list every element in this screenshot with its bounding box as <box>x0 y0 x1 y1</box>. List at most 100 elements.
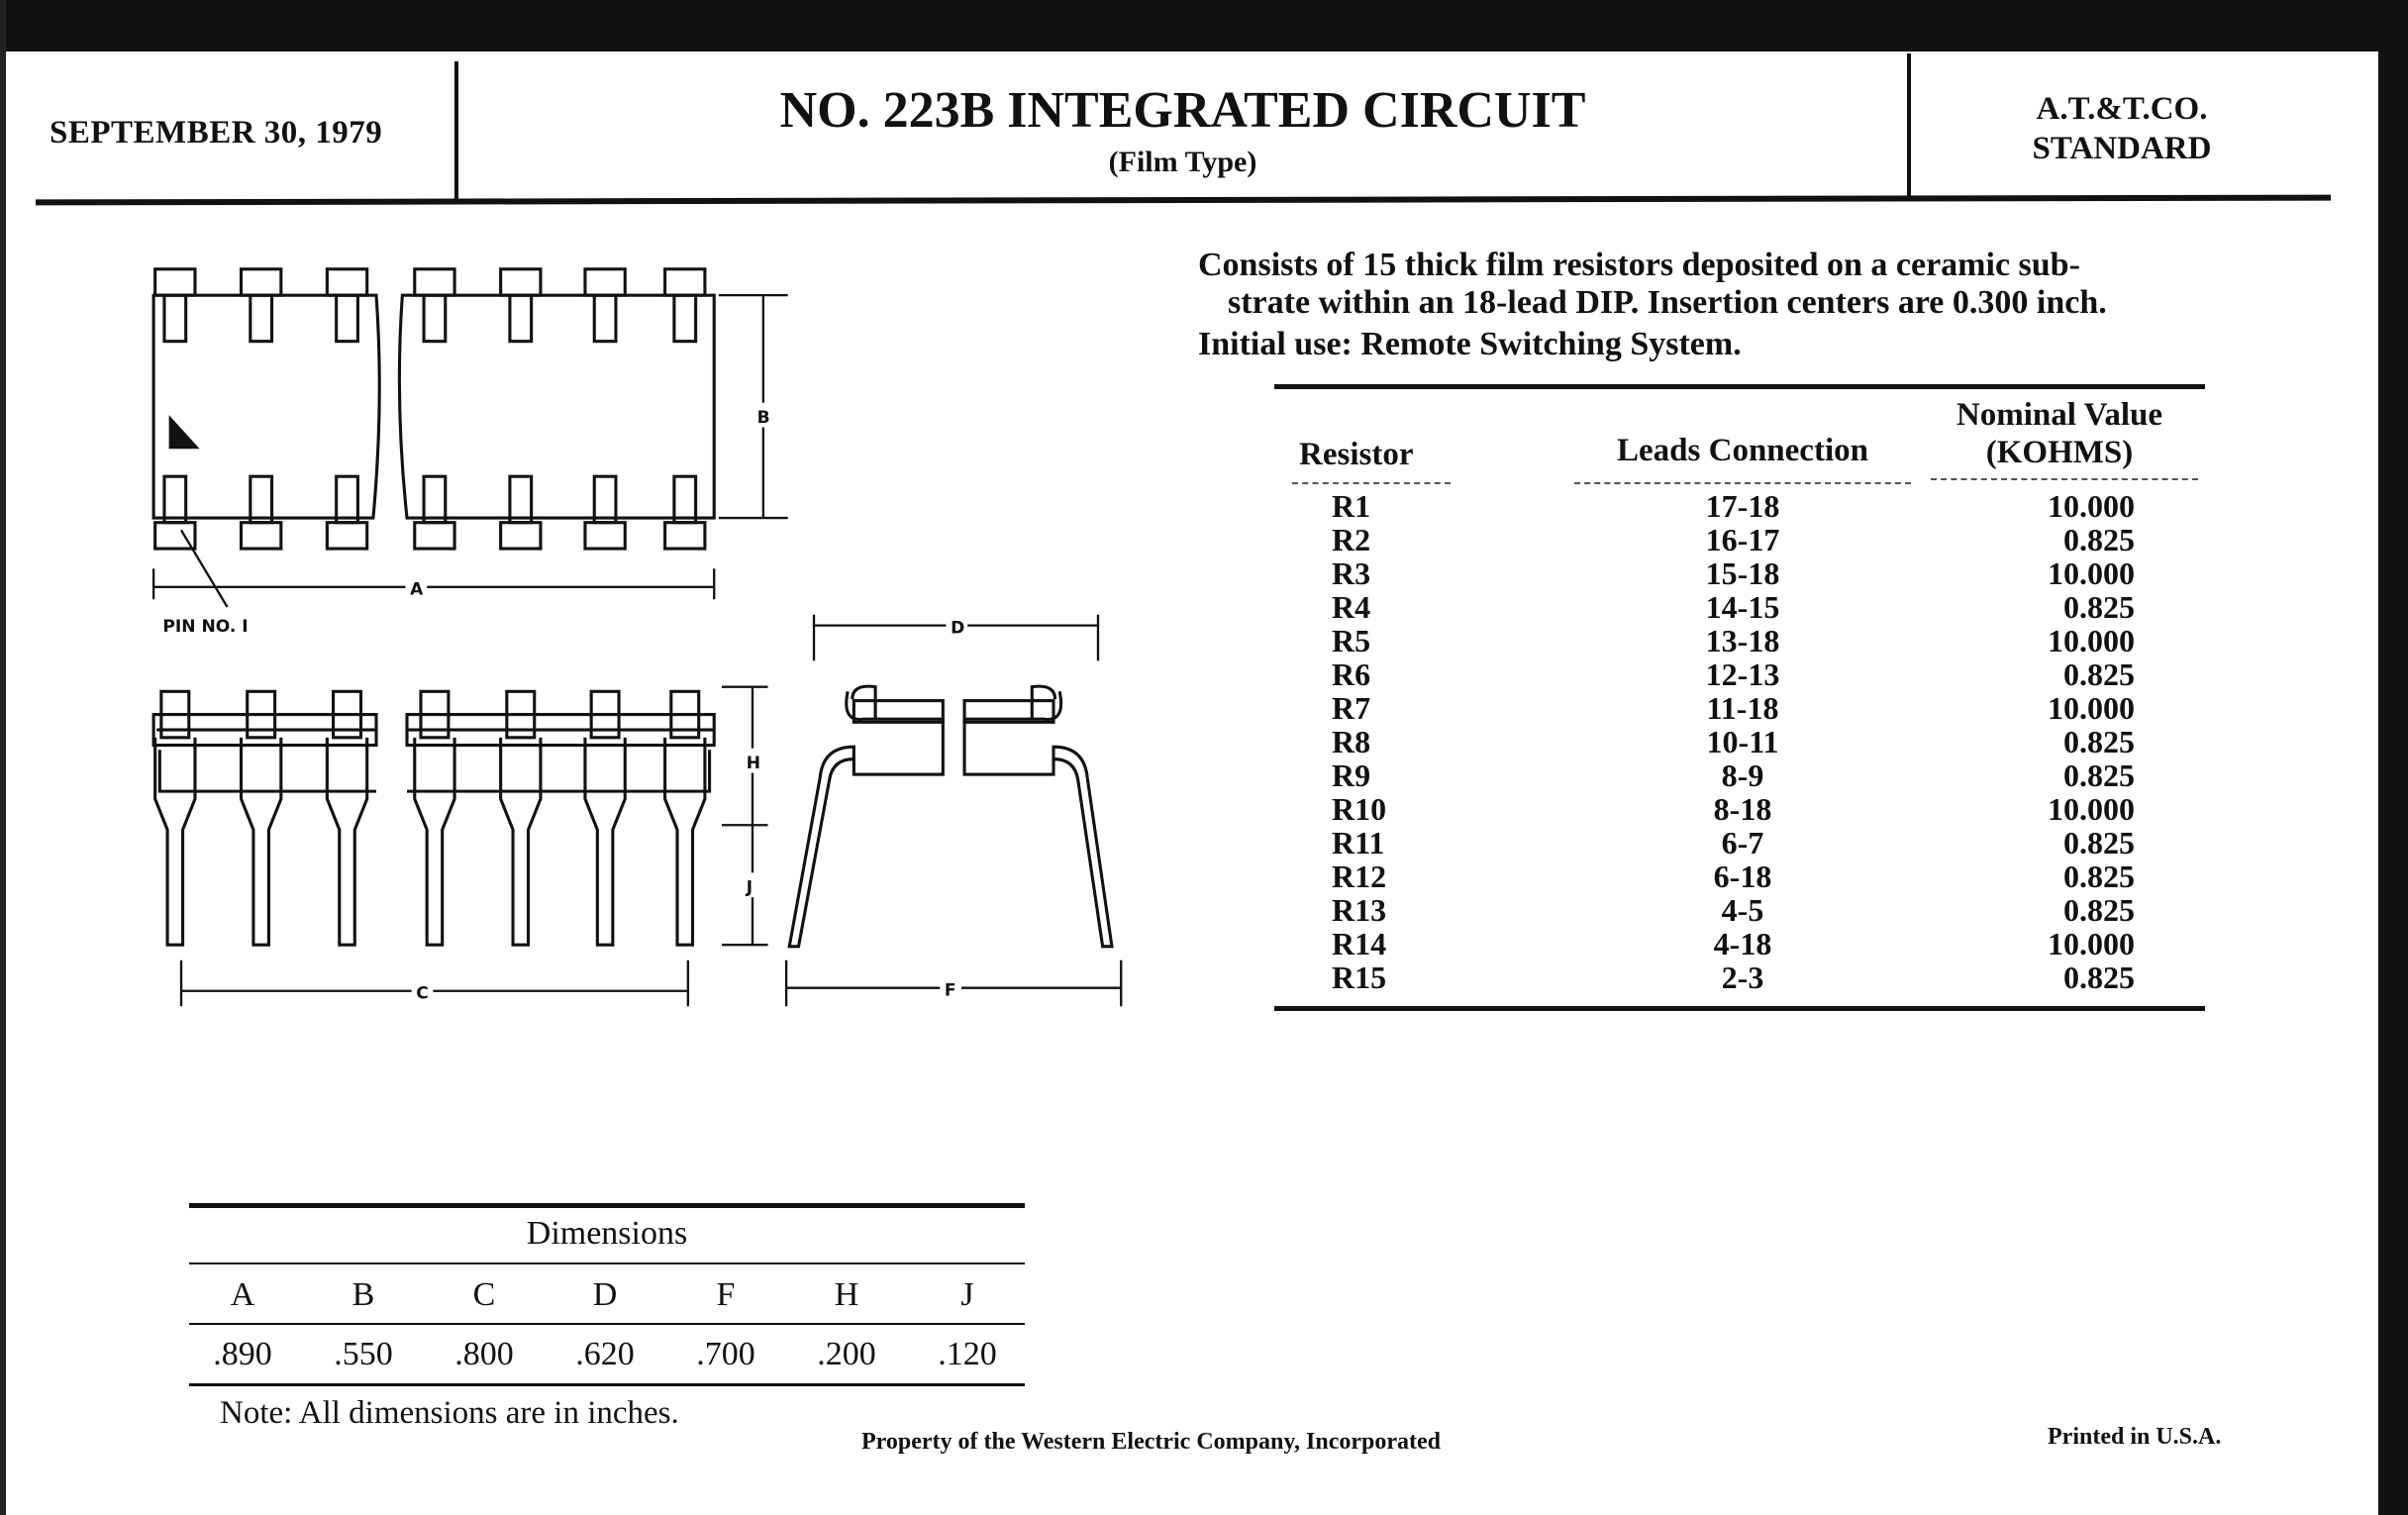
row-value: 10.000 <box>2048 488 2135 524</box>
dim-label-h: H <box>747 754 760 773</box>
row-leads: 14-15 <box>1705 589 1780 625</box>
pin <box>499 689 543 947</box>
row-resistor: R12 <box>1332 858 1387 894</box>
dim-value: .620 <box>575 1336 635 1372</box>
pin <box>413 267 456 551</box>
dim-header: H <box>834 1276 859 1313</box>
row-resistor: R11 <box>1332 825 1385 860</box>
dim-label-a: A <box>410 580 424 600</box>
row-leads: 8-18 <box>1713 791 1772 827</box>
row-resistor: R1 <box>1332 488 1371 524</box>
col-header-resistor: Resistor <box>1299 437 1414 472</box>
issue-date: SEPTEMBER 30, 1979 <box>50 115 383 151</box>
col-header-nominal: Nominal Value (KOHMS) <box>1911 396 2208 471</box>
pin <box>499 267 543 551</box>
dim-value: .800 <box>454 1336 514 1372</box>
dim-value: .550 <box>334 1336 393 1372</box>
row-resistor: R10 <box>1332 791 1387 827</box>
pin <box>153 267 197 551</box>
dim-table-rule <box>189 1383 1025 1386</box>
pin1-label: PIN NO. I <box>162 617 248 637</box>
row-value: 10.000 <box>2048 791 2135 827</box>
row-value: 0.825 <box>2063 758 2135 793</box>
standard-line1: A.T.&T.CO. <box>2036 91 2208 127</box>
description-line1: Consists of 15 thick film resistors depo… <box>1198 247 2080 283</box>
row-value: 0.825 <box>2063 656 2135 692</box>
row-leads: 10-11 <box>1706 724 1779 759</box>
dim-table-rule <box>189 1323 1025 1325</box>
initial-use: Initial use: Remote Switching System. <box>1198 326 1742 362</box>
pin <box>325 689 369 947</box>
dim-value: .120 <box>938 1336 997 1372</box>
dimensions-note: Note: All dimensions are in inches. <box>220 1395 679 1431</box>
row-value: 0.825 <box>2063 724 2135 759</box>
row-leads: 2-3 <box>1721 960 1764 995</box>
dim-header: F <box>716 1276 736 1313</box>
dim-label-j: J <box>746 877 752 897</box>
dim-table-top-rule <box>189 1203 1025 1208</box>
row-value: 0.825 <box>2063 589 2135 625</box>
description-line2: strate within an 18-lead DIP. Insertion … <box>1228 284 2107 321</box>
end-view-drawing <box>787 684 1114 949</box>
row-resistor: R6 <box>1332 656 1371 692</box>
table-bottom-rule <box>1274 1006 2205 1011</box>
row-resistor: R9 <box>1332 758 1371 793</box>
dim-label-b: B <box>757 408 770 428</box>
printed-notice: Printed in U.S.A. <box>2048 1424 2222 1450</box>
row-value: 0.825 <box>2063 892 2135 928</box>
dim-value: .890 <box>213 1336 272 1372</box>
pin <box>663 689 707 947</box>
row-resistor: R5 <box>1332 623 1371 658</box>
row-value: 10.000 <box>2048 690 2135 726</box>
row-leads: 16-17 <box>1705 522 1780 557</box>
row-value: 10.000 <box>2048 556 2135 591</box>
dim-header: J <box>960 1276 974 1313</box>
standard-label: A.T.&T.CO. STANDARD <box>1909 89 2335 168</box>
property-notice: Property of the Western Electric Company… <box>861 1429 1442 1455</box>
dim-table-rule <box>189 1262 1025 1264</box>
row-resistor: R14 <box>1332 926 1387 961</box>
pin <box>583 267 627 551</box>
row-resistor: R4 <box>1332 589 1371 625</box>
row-leads: 17-18 <box>1705 488 1780 524</box>
col-header-leads: Leads Connection <box>1617 433 1868 468</box>
header-underline <box>1574 482 1911 484</box>
row-leads: 4-18 <box>1713 926 1772 961</box>
scan-border-top <box>0 0 2408 51</box>
row-resistor: R7 <box>1332 690 1371 726</box>
pin <box>153 689 197 947</box>
dim-value: .200 <box>817 1336 876 1372</box>
row-resistor: R8 <box>1332 724 1371 759</box>
row-resistor: R2 <box>1332 522 1371 557</box>
row-leads: 6-7 <box>1721 825 1764 860</box>
pin1-marker-icon <box>168 415 200 450</box>
row-leads: 11-18 <box>1706 690 1779 726</box>
row-leads: 6-18 <box>1713 858 1772 894</box>
pin <box>239 267 283 551</box>
dim-table-title: Dimensions <box>526 1215 688 1252</box>
row-value: 0.825 <box>2063 960 2135 995</box>
dim-header: B <box>351 1276 375 1313</box>
pin <box>239 689 283 947</box>
pin <box>413 689 456 947</box>
row-leads: 4-5 <box>1721 892 1764 928</box>
dim-header: A <box>230 1276 255 1313</box>
row-leads: 15-18 <box>1705 556 1780 591</box>
top-view-drawing <box>151 267 716 551</box>
row-leads: 8-9 <box>1721 758 1764 793</box>
row-resistor: R15 <box>1332 960 1387 995</box>
page-title: NO. 223B INTEGRATED CIRCUIT <box>779 82 1586 139</box>
scan-border-left <box>0 0 6 1515</box>
header-divider <box>454 61 458 204</box>
col-header-nominal-2: (KOHMS) <box>1985 435 2134 470</box>
header-underline <box>1931 478 2198 480</box>
row-leads: 12-13 <box>1705 656 1780 692</box>
header-underline <box>1292 482 1451 484</box>
table-top-rule <box>1274 384 2205 389</box>
dim-label-c: C <box>416 984 429 1004</box>
row-value: 10.000 <box>2048 926 2135 961</box>
dim-header: C <box>472 1276 496 1313</box>
page-subtitle: (Film Type) <box>1108 146 1257 178</box>
dim-label-d: D <box>951 618 964 638</box>
